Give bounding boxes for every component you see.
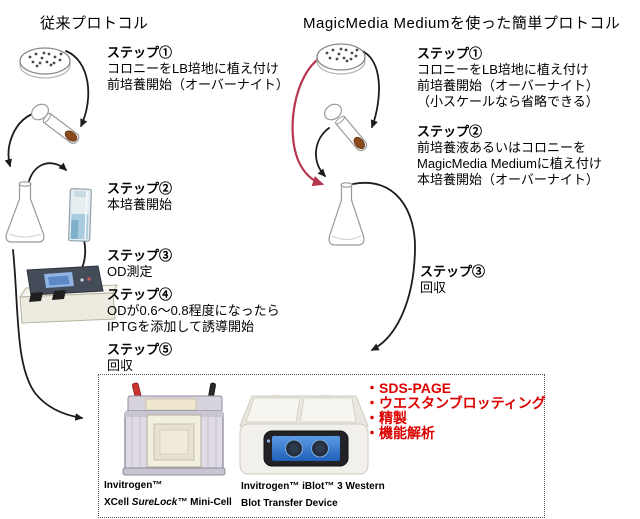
step-line: 前培養液あるいはコロニーを xyxy=(417,140,587,155)
right-step-1: ステップ① コロニーをLB培地に植え付け 前培養開始（オーバーナイト） （小スケ… xyxy=(417,46,599,110)
petri-dish-icon xyxy=(316,43,366,75)
step-line: （小スケールなら省略できる） xyxy=(417,94,599,109)
petri-dish-icon xyxy=(19,47,71,79)
product-name-line: Blot Transfer Device xyxy=(241,498,338,509)
application-item: ・機能解析 xyxy=(365,425,435,441)
right-protocol-title: MagicMedia Mediumを使った簡単プロトコル xyxy=(303,15,621,32)
step-line: OD測定 xyxy=(107,264,153,279)
left-step-2: ステップ② 本培養開始 xyxy=(107,181,172,213)
right-step-3: ステップ③ 回収 xyxy=(420,264,485,296)
erlenmeyer-flask-icon xyxy=(5,181,45,243)
step-line: コロニーをLB培地に植え付け xyxy=(107,61,279,76)
step-label: ステップ④ xyxy=(107,287,173,302)
product-name-italic: SureLock™ xyxy=(131,497,188,508)
arrow-flask-to-box-right xyxy=(352,181,416,351)
product-name-pre: XCell xyxy=(104,497,132,508)
step-line: コロニーをLB培地に植え付け xyxy=(417,62,589,77)
application-list: ・SDS-PAGE ・ウエスタンブロッティング ・精製 ・機能解析 xyxy=(365,381,546,441)
step-label: ステップ⑤ xyxy=(107,342,173,357)
step-label: ステップ③ xyxy=(107,248,173,263)
downstream-applications-box xyxy=(98,374,545,518)
spectrophotometer-icon xyxy=(19,265,118,324)
arrow-tube-to-flask-left xyxy=(4,113,33,168)
step-label: ステップ② xyxy=(107,181,173,196)
step-line: 前培養開始（オーバーナイト） xyxy=(417,78,599,93)
test-tube-icon xyxy=(324,103,368,152)
product-name-post: Mini-Cell xyxy=(187,497,232,508)
step-line: IPTGを添加して誘導開始 xyxy=(107,319,254,334)
iblot-caption: Invitrogen™ iBlot™ 3 Western Blot Transf… xyxy=(241,478,385,512)
step-label: ステップ① xyxy=(417,46,483,61)
step-line: 前培養開始（オーバーナイト） xyxy=(107,77,289,92)
arrow-dish-direct-to-flask-red xyxy=(291,55,325,187)
test-tube-icon xyxy=(31,103,80,144)
left-step-5: ステップ⑤ 回収 xyxy=(107,342,172,374)
arrow-dish-to-tube-right xyxy=(359,49,380,129)
step-line: 回収 xyxy=(107,358,134,373)
arrow-tube-to-flask-right xyxy=(315,127,330,177)
left-step-3: ステップ③ OD測定 xyxy=(107,248,172,280)
brand-line: Invitrogen™ xyxy=(104,480,163,491)
application-item: ・精製 xyxy=(365,410,407,426)
erlenmeyer-flask-icon xyxy=(328,182,365,246)
application-item: ・ウエスタンブロッティング xyxy=(365,395,546,411)
product-name-line: XCell SureLock™ Mini-Cell xyxy=(104,494,232,511)
right-step-2: ステップ② 前培養液あるいはコロニーを MagicMedia Mediumに植え… xyxy=(417,124,602,188)
left-step-4: ステップ④ ODが0.6～0.8程度になったら IPTGを添加して誘導開始 xyxy=(107,287,280,335)
left-protocol-title: 従来プロトコル xyxy=(40,15,149,32)
step-label: ステップ③ xyxy=(420,264,486,279)
step-line: 本培養開始 xyxy=(107,197,173,212)
step-line: MagicMedia Mediumに植え付け xyxy=(417,156,602,171)
step-line: 本培養開始（オーバーナイト） xyxy=(417,172,599,187)
step-label: ステップ① xyxy=(107,45,173,60)
xcell-surelock-mini-cell-image xyxy=(122,382,226,476)
step-line: 回収 xyxy=(420,280,447,295)
step-label: ステップ② xyxy=(417,124,483,139)
application-item: ・SDS-PAGE xyxy=(365,380,452,396)
xcell-caption: Invitrogen™ XCell SureLock™ Mini-Cell xyxy=(104,477,232,511)
left-step-1: ステップ① コロニーをLB培地に植え付け 前培養開始（オーバーナイト） xyxy=(107,45,289,93)
iblot-3-device-image xyxy=(239,395,369,475)
step-line: ODが0.6～0.8程度になったら xyxy=(107,303,280,318)
cuvette-icon xyxy=(68,188,92,242)
arrow-flask-to-box-left xyxy=(12,249,84,421)
product-name-line: Invitrogen™ iBlot™ 3 Western xyxy=(241,481,385,492)
arrow-flask-to-cuvette xyxy=(28,162,67,182)
arrow-dish-to-tube-left xyxy=(65,50,90,128)
